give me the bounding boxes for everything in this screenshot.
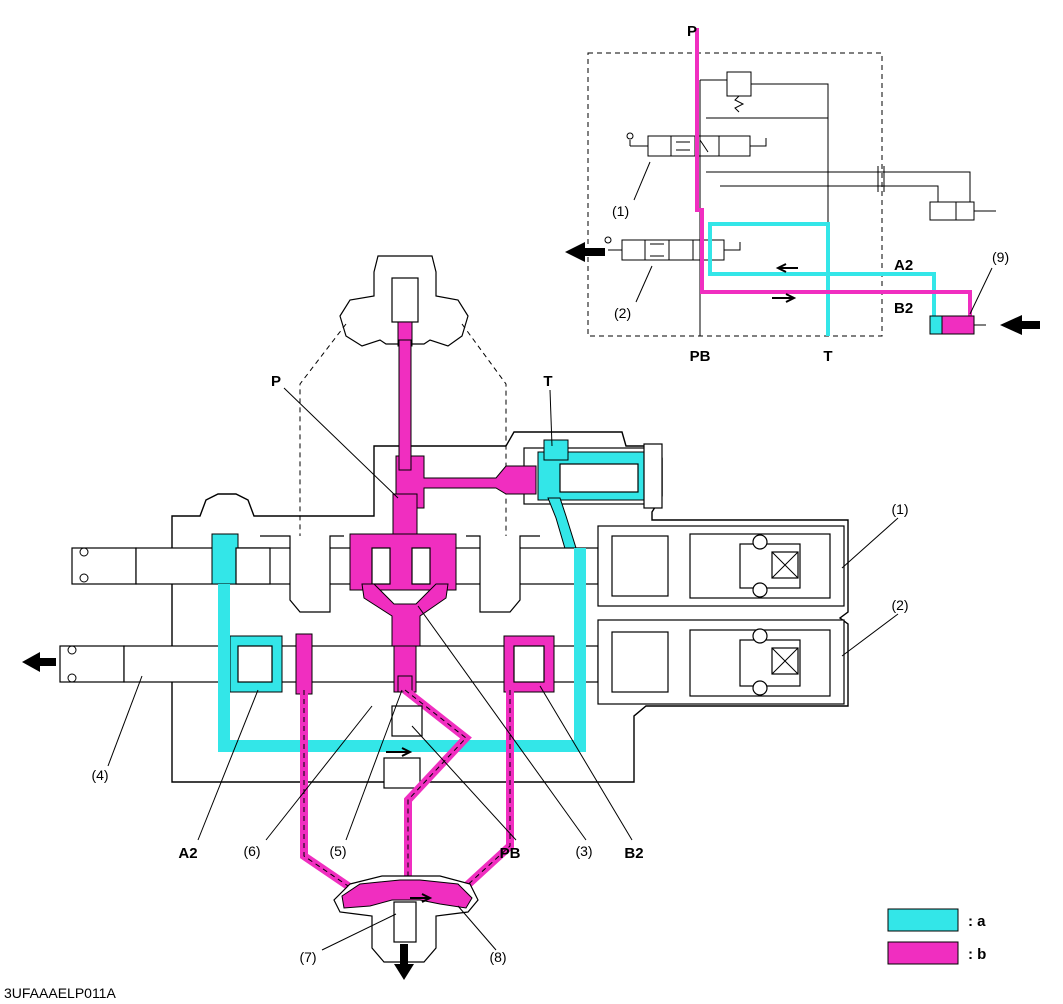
cylinder-9-symbol: [929, 315, 986, 335]
schem-port-a2: A2: [894, 257, 913, 274]
legend-label-a: : a: [968, 913, 986, 930]
pressure-lines-b: [300, 686, 514, 894]
left-flow-arrow-icon: [565, 242, 605, 262]
schem-callout-2: (2): [614, 305, 631, 321]
sec-port-t: T: [543, 373, 552, 390]
control-valve-2-symbol: [604, 236, 741, 261]
sec-callout-3: (3): [575, 843, 592, 859]
return-line-a: [218, 548, 586, 789]
legend-swatch-a: [887, 908, 959, 932]
schem-port-b2: B2: [894, 300, 913, 317]
schem-port-pb: PB: [690, 348, 711, 365]
sec-callout-4: (4): [91, 767, 108, 783]
sec-callout-1: (1): [891, 501, 908, 517]
sec-callout-7: (7): [299, 949, 316, 965]
schem-port-t: T: [823, 348, 832, 365]
schem-callout-1: (1): [612, 203, 629, 219]
sec-callout-6: (6): [243, 843, 260, 859]
hydraulic-schematic: P A2 B2 PB T (1) (2) (9): [565, 23, 1040, 365]
relief-valve: [395, 439, 663, 553]
sec-port-p: P: [271, 373, 281, 390]
left-spool-arrow-icon: [22, 652, 56, 672]
bottom-cap: [333, 875, 479, 963]
spool-1: [71, 525, 845, 613]
legend-swatch-b: [887, 941, 959, 965]
valve-section-view: P T (1) (2) (4) A2 (6) (5) PB (3) B2 (7)…: [22, 255, 909, 980]
top-cap: [339, 255, 469, 347]
sec-callout-2: (2): [891, 597, 908, 613]
legend: : a : b: [887, 908, 986, 965]
sec-callout-5: (5): [329, 843, 346, 859]
spool-2: [59, 619, 845, 705]
right-flow-arrow-icon: [1000, 315, 1040, 335]
sec-port-a2: A2: [178, 845, 197, 862]
sec-port-b2: B2: [624, 845, 643, 862]
sec-port-pb: PB: [500, 845, 521, 862]
figure-code: 3UFAAAELP011A: [4, 985, 116, 1001]
legend-label-b: : b: [968, 946, 986, 963]
schem-port-p: P: [687, 23, 697, 40]
schem-callout-9: (9): [992, 249, 1009, 265]
sec-callout-8: (8): [489, 949, 506, 965]
down-drain-arrow-icon: [394, 944, 414, 980]
